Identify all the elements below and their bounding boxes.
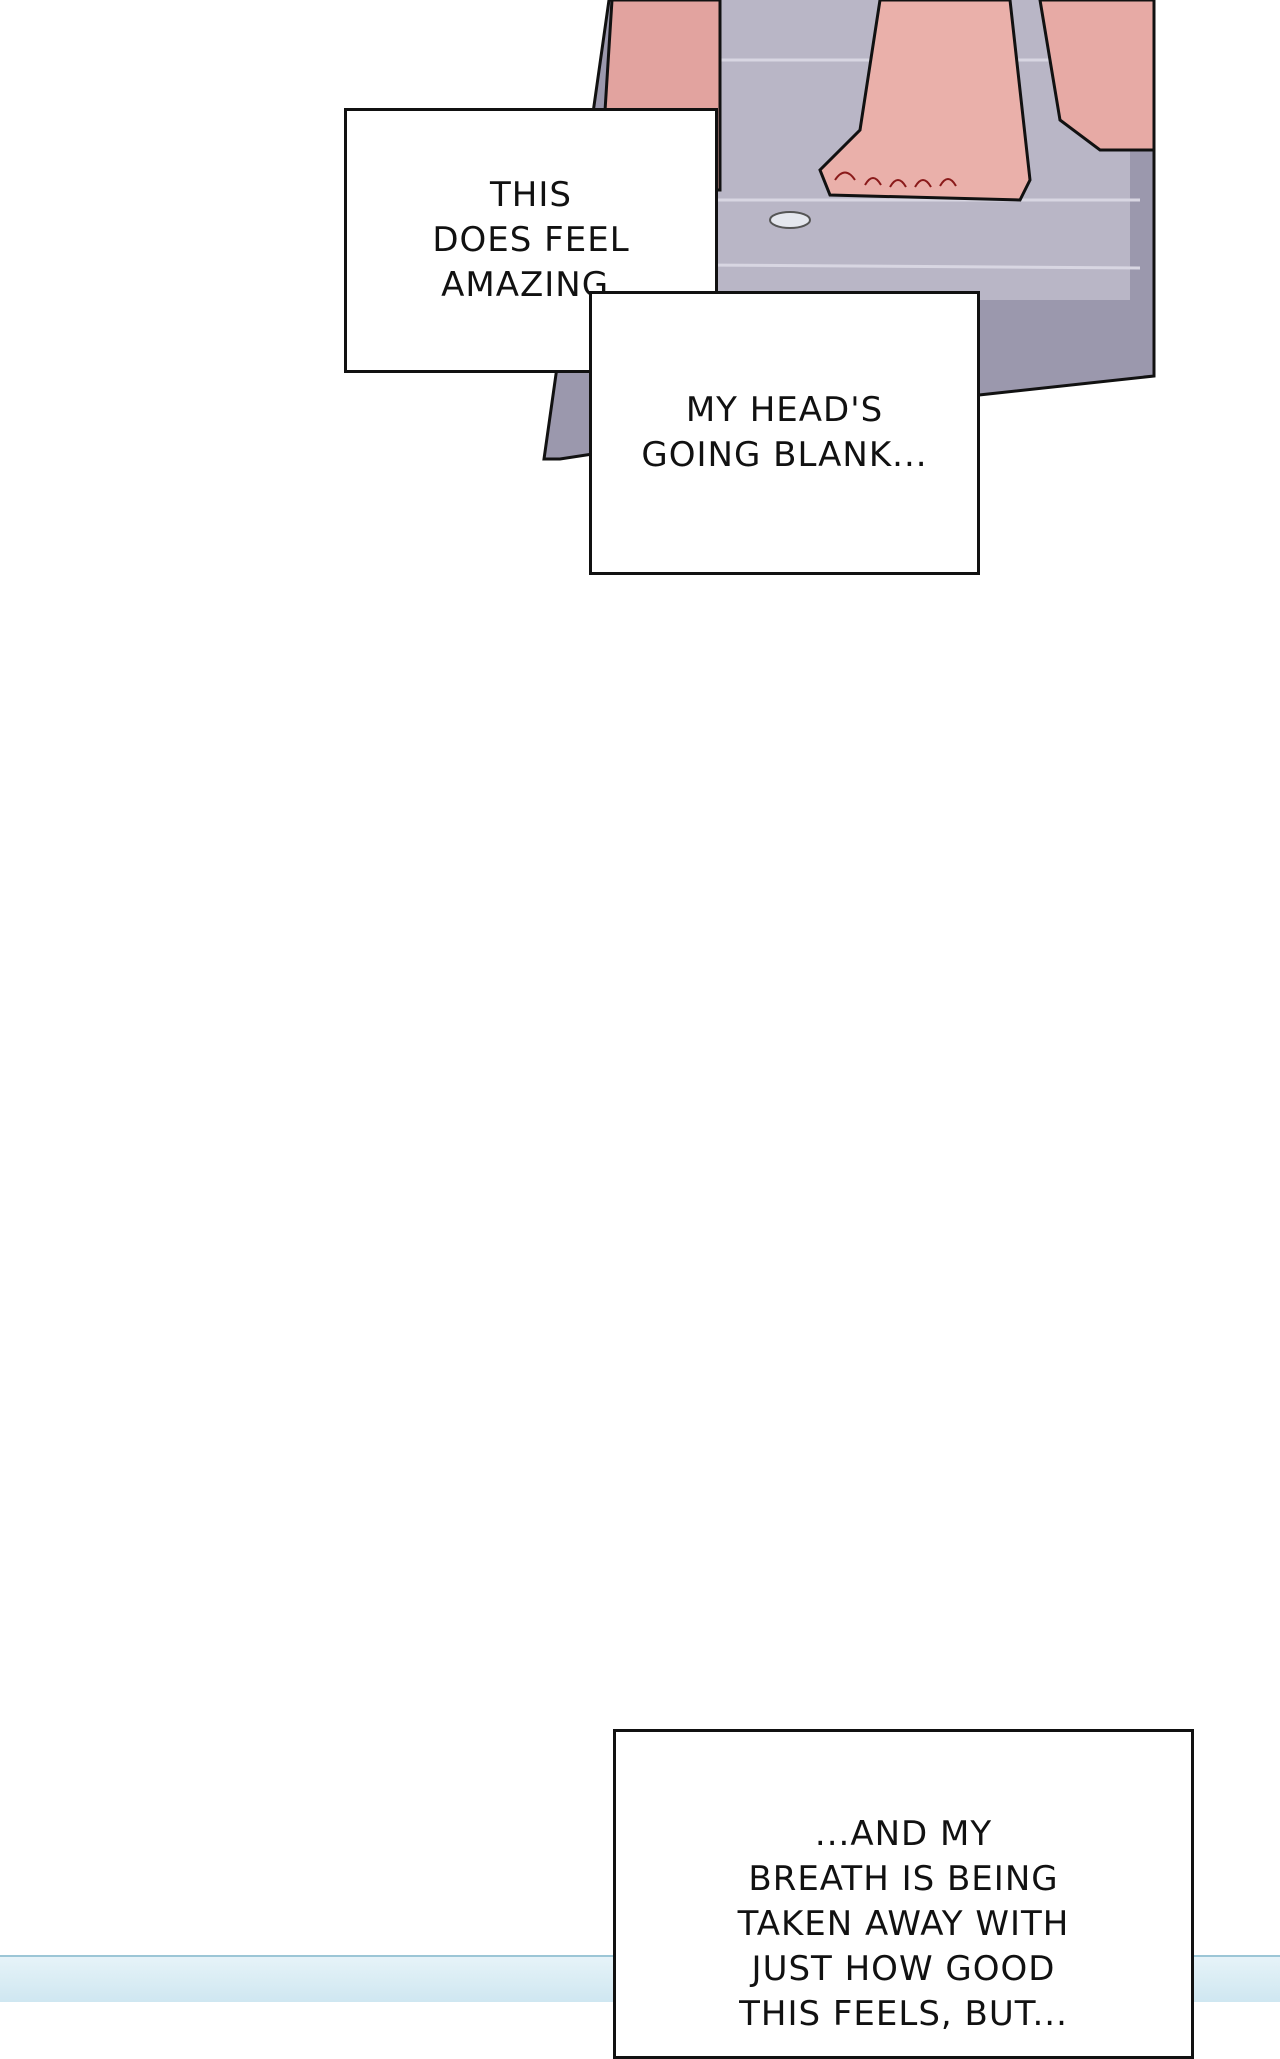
water-drop	[769, 211, 811, 229]
caption-text: THIS DOES FEEL AMAZING.	[432, 175, 630, 305]
caption-box-3: ...AND MY BREATH IS BEING TAKEN AWAY WIT…	[613, 1729, 1194, 2059]
caption-box-2: MY HEAD'S GOING BLANK...	[589, 291, 980, 575]
right-foot	[818, 0, 1032, 202]
caption-text: ...AND MY BREATH IS BEING TAKEN AWAY WIT…	[737, 1814, 1070, 2034]
far-foot	[1038, 0, 1156, 152]
caption-text: MY HEAD'S GOING BLANK...	[641, 390, 928, 475]
